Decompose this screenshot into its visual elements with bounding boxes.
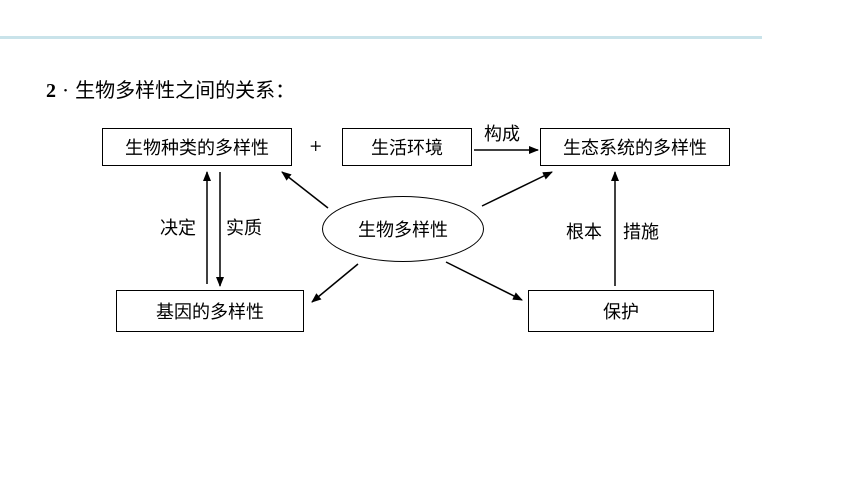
arrow-center-to-species bbox=[281, 171, 329, 209]
node-ecosystem-diversity: 生态系统的多样性 bbox=[540, 128, 730, 166]
heading-separator: · bbox=[62, 78, 69, 102]
edge-label-essence: 实质 bbox=[226, 218, 262, 239]
node-gene-diversity: 基因的多样性 bbox=[116, 290, 304, 332]
arrow-center-to-gene bbox=[311, 263, 359, 303]
node-protection: 保护 bbox=[528, 290, 714, 332]
edge-label-measure: 措施 bbox=[623, 222, 659, 243]
arrow-center-to-protect bbox=[445, 261, 523, 301]
node-species-diversity: 生物种类的多样性 bbox=[102, 128, 292, 166]
heading-number: 2 bbox=[46, 80, 56, 102]
node-living-environment: 生活环境 bbox=[342, 128, 472, 166]
node-biodiversity-center: 生物多样性 bbox=[322, 196, 484, 262]
edge-label-compose: 构成 bbox=[484, 124, 520, 145]
header-divider bbox=[0, 36, 762, 39]
plus-sign: + bbox=[309, 136, 323, 155]
edge-label-fundamental: 根本 bbox=[566, 222, 602, 243]
edge-label-decide: 决定 bbox=[160, 218, 196, 239]
heading-text: 生物多样性之间的关系： bbox=[75, 78, 296, 102]
arrow-center-to-ecosystem bbox=[481, 171, 553, 207]
section-heading: 2 · 生物多样性之间的关系： bbox=[46, 74, 295, 103]
